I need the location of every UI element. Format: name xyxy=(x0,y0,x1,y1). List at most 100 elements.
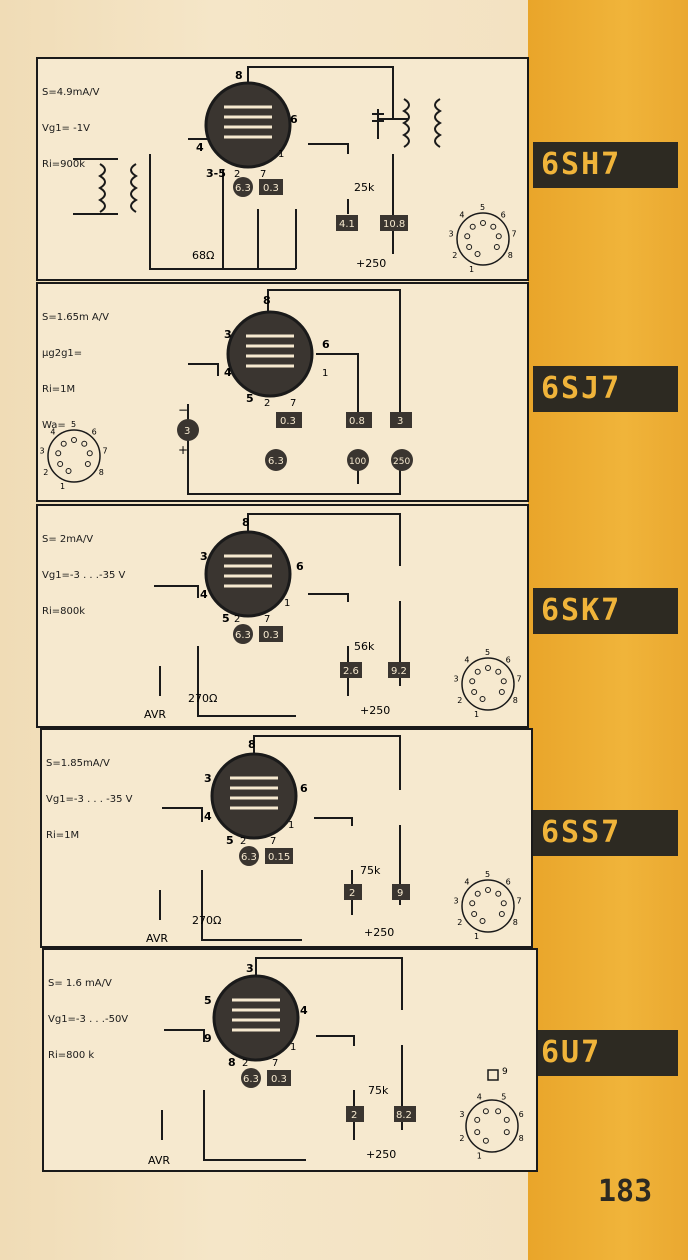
tube-parameters: S=4.9mA/V Vg1= -1V Ri=900k xyxy=(42,63,99,195)
tube-tab-6sk7: 6SK7 xyxy=(533,588,678,634)
socket-pin-number: 1 xyxy=(474,710,479,719)
pin-label-g1: 4 xyxy=(196,141,204,154)
grid-bias-voltage: 3 xyxy=(184,426,190,437)
pin-label-heater: 7 xyxy=(290,398,296,409)
socket-pin-hole xyxy=(498,911,505,917)
supply-voltage: +250 xyxy=(364,926,394,939)
pin-label-anode: 8 xyxy=(235,69,243,82)
heater-voltage: 6.3 xyxy=(268,456,284,467)
polarity-plus: + xyxy=(178,443,188,457)
pin-label-anode: 8 xyxy=(242,516,250,529)
screen-current: 2 xyxy=(351,1110,357,1121)
socket-pin-number: 3 xyxy=(39,446,44,455)
pin-label-g3: 4 xyxy=(224,366,232,379)
socket-pin-number: 1 xyxy=(477,1152,482,1161)
socket-pin-number: 4 xyxy=(50,427,55,436)
anode-current: 3 xyxy=(397,416,403,427)
param-line: Ri=800k xyxy=(42,606,85,617)
socket-pin-number: 8 xyxy=(99,468,104,477)
socket-pin-hole xyxy=(474,251,481,258)
socket-pin-hole xyxy=(471,911,478,917)
circuit-diagram: 8 3 6 4 5 2 7 1 6.3 0.3 56k 270Ω 2.6 9.2… xyxy=(144,513,522,721)
pin-label-suppressor: 1 xyxy=(288,820,294,831)
supply-voltage: +250 xyxy=(356,257,386,270)
socket-pin-number: 3 xyxy=(453,674,458,683)
polarity-minus: − xyxy=(178,403,188,417)
pin-label-heater: 7 xyxy=(270,836,276,847)
circuit-panel-6sj7: S=1.65m A/V μg2g1= Ri=1M Wa= 8 3 6 4 5 xyxy=(36,282,529,502)
param-line: Vg1=-3 . . .-50V xyxy=(48,1014,129,1025)
circuit-diagram: 8 3 6 4 5 2 7 1 6.3 0.15 75k 270Ω 2 9 +2… xyxy=(146,735,522,945)
pin-label-cathode: 3-5 xyxy=(206,167,226,180)
supply-voltage: +250 xyxy=(366,1148,396,1161)
pin-label-screen: 6 xyxy=(290,113,298,126)
socket-pin-hole xyxy=(471,689,478,695)
screen-current: 0.8 xyxy=(349,416,365,427)
socket-pin-number: 4 xyxy=(459,210,464,219)
circuit-diagram: 3 5 4 9 8 2 7 1 6.3 0.3 75k 2 8.2 +250 A… xyxy=(148,957,524,1167)
socket-pin-hole xyxy=(503,1116,510,1123)
socket-pin-number: 8 xyxy=(508,251,513,260)
heater-voltage: 6.3 xyxy=(235,630,251,641)
pin-label-screen: 4 xyxy=(300,1004,308,1017)
pin-label-heater: 2 xyxy=(234,614,240,625)
socket-pin-hole xyxy=(474,890,481,897)
socket-pin-hole xyxy=(500,678,507,685)
socket-pin-hole xyxy=(495,668,502,675)
socket-pin-number: 7 xyxy=(103,446,108,455)
socket-pin-number: 1 xyxy=(469,265,474,274)
socket-pin-number: 6 xyxy=(506,655,511,664)
socket-pin-hole xyxy=(60,440,67,447)
circuit-diagram: 8 6 4 3-5 2 7 1 6.3 0.3 25k 68Ω 4.1 10.8… xyxy=(73,66,517,274)
socket-pin-number: 8 xyxy=(513,918,518,927)
pin-label-g3: 9 xyxy=(204,1032,212,1045)
heater-current: 0.15 xyxy=(268,852,290,863)
pin-label-suppressor: 1 xyxy=(322,368,328,379)
pin-label-screen: 6 xyxy=(300,782,308,795)
tube-socket-icon xyxy=(456,212,510,266)
socket-pin-hole xyxy=(490,223,497,230)
socket-pin-number: 5 xyxy=(501,1092,506,1101)
anode-current: 9 xyxy=(397,888,403,899)
top-cap-pin: 9 xyxy=(502,1067,508,1077)
tube-socket-icon xyxy=(461,879,515,933)
heater-current: 0.3 xyxy=(263,630,279,641)
pin-label-anode: 8 xyxy=(248,738,256,751)
tube-tab-6sj7: 6SJ7 xyxy=(533,366,678,412)
page-number: 183 xyxy=(598,1174,653,1209)
socket-pin-hole xyxy=(81,440,88,447)
top-cap-icon xyxy=(487,1069,499,1081)
socket-pin-number: 3 xyxy=(448,229,453,238)
tube-parameters: S= 1.6 mA/V Vg1=-3 . . .-50V Ri=800 k xyxy=(48,954,128,1086)
pin-label-g3: 4 xyxy=(200,588,208,601)
socket-pin-hole xyxy=(86,450,93,457)
param-line: Vg1=-3 . . . -35 V xyxy=(46,794,133,805)
socket-pin-hole xyxy=(482,1108,489,1115)
param-line: S=1.65m A/V xyxy=(42,312,109,323)
socket-pin-hole xyxy=(71,437,77,443)
cathode-resistor: 270Ω xyxy=(188,692,217,705)
socket-pin-hole xyxy=(498,689,505,695)
socket-pin-number: 5 xyxy=(485,870,490,879)
socket-pin-hole xyxy=(479,696,486,703)
tube-parameters: S= 2mA/V Vg1=-3 . . .-35 V Ri=800k xyxy=(42,510,125,642)
socket-pin-hole xyxy=(469,678,476,685)
screen-resistor: 75k xyxy=(360,864,381,877)
avc-label: AVR xyxy=(144,708,166,721)
socket-pin-number: 2 xyxy=(457,918,462,927)
screen-current: 2 xyxy=(349,888,355,899)
socket-pin-hole xyxy=(466,244,473,250)
socket-pin-number: 8 xyxy=(513,696,518,705)
pin-label-anode: 3 xyxy=(246,962,254,975)
socket-pin-number: 6 xyxy=(506,877,511,886)
circuit-panel-6u7: S= 1.6 mA/V Vg1=-3 . . .-50V Ri=800 k 3 … xyxy=(42,948,538,1172)
socket-pin-hole xyxy=(493,244,500,250)
socket-pin-hole xyxy=(474,1116,481,1123)
param-line: S= 2mA/V xyxy=(42,534,94,545)
pin-label-cathode: 5 xyxy=(246,392,254,405)
pin-label-heater: 7 xyxy=(260,169,266,180)
tube-tab-6sh7: 6SH7 xyxy=(533,142,678,188)
socket-pin-number: 2 xyxy=(457,696,462,705)
tube-tab-6u7: 6U7 xyxy=(533,1030,678,1076)
